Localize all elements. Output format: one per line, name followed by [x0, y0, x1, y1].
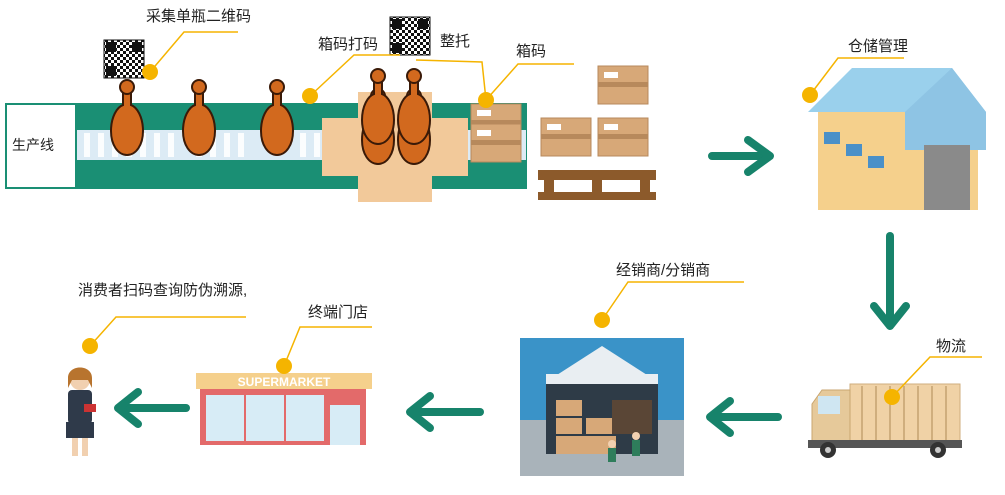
bottle-icon: [361, 68, 395, 145]
label-retail-store: 终端门店: [308, 304, 369, 321]
arrow-right-icon: [708, 136, 774, 176]
callout-lines: [89, 31, 982, 398]
arrow-left-icon: [406, 392, 484, 432]
label-warehouse: 仓储管理: [848, 38, 909, 55]
label-distributor: 经销商/分销商: [616, 262, 711, 279]
label-collect-qr: 采集单瓶二维码: [146, 8, 252, 25]
bottle-icon: [397, 68, 431, 145]
label-production-line: 生产线: [12, 137, 54, 153]
arrow-left-icon: [706, 397, 782, 437]
bottle-icon: [110, 79, 144, 156]
supermarket-sign: SUPERMARKET: [238, 375, 331, 389]
pallet-boxes: [538, 65, 656, 200]
arrow-down-icon: [870, 232, 910, 330]
production-line-box: [5, 103, 77, 189]
truck-icon: [808, 383, 962, 458]
qr-code-icon: [389, 16, 431, 56]
box-icon: [470, 123, 522, 163]
arrow-left-icon: [114, 388, 190, 428]
label-box-code-print: 箱码打码: [318, 36, 379, 53]
bottle-icon: [260, 79, 294, 156]
warehouse-icon: [808, 68, 986, 210]
callout-dots: [82, 64, 900, 405]
supermarket-icon: SUPERMARKET: [196, 373, 372, 445]
label-box-code: 箱码: [516, 43, 547, 60]
distributor-icon: [520, 338, 684, 476]
bottle-icon: [182, 79, 216, 156]
flow-arrows: [114, 136, 910, 437]
consumer-icon: [66, 367, 96, 456]
carton-with-bottles: [322, 68, 468, 202]
qr-code-icon: [103, 39, 145, 79]
label-logistics: 物流: [936, 338, 967, 355]
label-consumer: 消费者扫码查询防伪溯源,: [78, 282, 248, 299]
label-palletize: 整托: [440, 33, 471, 50]
